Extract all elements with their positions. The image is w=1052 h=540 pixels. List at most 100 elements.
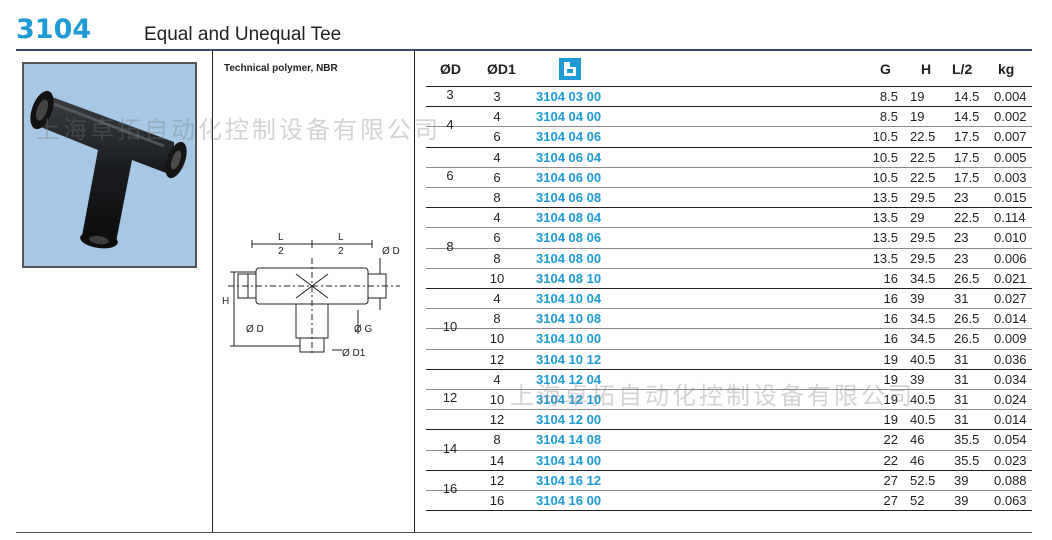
cell-kg: 0.114 [994, 210, 1026, 226]
cell-od-group: 8 [446, 238, 454, 254]
column-divider-right [414, 51, 415, 533]
cell-g: 10.5 [872, 169, 898, 185]
cell-l2: 17.5 [954, 169, 980, 185]
cell-article-number: 3104 08 04 [536, 210, 602, 226]
cell-l2: 26.5 [954, 311, 980, 327]
cell-article-number: 3104 14 00 [536, 452, 602, 468]
cell-od-group: 16 [442, 481, 458, 496]
cell-kg: 0.024 [994, 392, 1027, 407]
dim-h: H [222, 296, 229, 307]
cell-od-group: 3 [446, 87, 454, 103]
row-divider [426, 490, 1032, 491]
cell-od1: 14 [489, 452, 505, 468]
cell-article-number: 3104 03 00 [536, 89, 602, 104]
cell-l2: 26.5 [954, 331, 980, 347]
cell-kg: 0.007 [994, 129, 1027, 145]
row-divider [426, 409, 1032, 411]
dim-od-right: Ø D [382, 246, 400, 257]
cell-article-number: 3104 08 06 [536, 230, 602, 246]
cell-h: 40.5 [910, 351, 936, 367]
cell-od1: 3 [493, 89, 501, 104]
watermark-text: 上海卓拓自动化控制设备有限公司 [510, 383, 915, 410]
cell-od1: 12 [489, 351, 505, 367]
cell-article-number: 3104 10 04 [536, 291, 602, 306]
cell-article-number: 3104 10 00 [536, 331, 602, 347]
col-header-h: H [921, 61, 932, 77]
cell-od-group: 12 [442, 390, 458, 406]
cell-h: 22.5 [910, 149, 936, 165]
cell-od1: 6 [493, 169, 501, 185]
cell-g: 16 [883, 270, 898, 286]
dim-l-half-right-den: 2 [338, 246, 344, 257]
cell-od-group: 14 [442, 440, 458, 456]
cell-kg: 0.006 [994, 250, 1027, 266]
cell-kg: 0.004 [994, 89, 1027, 104]
cell-od1: 12 [489, 412, 505, 428]
cell-g: 16 [883, 331, 898, 347]
cell-kg: 0.023 [994, 452, 1027, 468]
cell-g: 13.5 [872, 210, 898, 226]
cell-h: 40.5 [910, 392, 936, 407]
watermark-text: 上海卓拓自动化控制设备有限公司 [36, 117, 441, 144]
cell-article-number: 3104 06 00 [536, 169, 602, 185]
cell-kg: 0.036 [994, 351, 1027, 367]
cell-article-number: 3104 04 06 [536, 129, 602, 145]
cell-g: 16 [883, 311, 898, 327]
row-divider [426, 510, 1032, 512]
cell-article-number: 3104 06 08 [536, 190, 602, 205]
dim-od1: Ø D1 [342, 348, 366, 359]
row-divider [426, 86, 1032, 87]
cell-l2: 23 [954, 230, 969, 246]
cell-od1: 8 [493, 432, 501, 448]
row-divider [426, 267, 1032, 269]
cell-g: 16 [883, 291, 898, 306]
cell-od1: 4 [493, 109, 501, 125]
cell-g: 8.5 [879, 89, 898, 104]
cell-h: 29.5 [910, 250, 936, 266]
cell-l2: 17.5 [954, 149, 980, 165]
cell-od1: 10 [489, 392, 505, 407]
cell-l2: 22.5 [954, 210, 980, 226]
cell-g: 27 [883, 493, 898, 508]
cell-h: 46 [910, 432, 925, 448]
row-divider [426, 126, 1032, 128]
col-header-od1: ØD1 [487, 61, 516, 77]
cell-h: 22.5 [910, 169, 936, 185]
cell-kg: 0.014 [994, 311, 1027, 327]
cell-l2: 14.5 [954, 89, 980, 104]
row-divider [426, 429, 1032, 431]
row-divider [426, 106, 1032, 108]
row-divider [426, 146, 1032, 148]
cell-h: 52.5 [910, 472, 936, 488]
cell-article-number: 3104 06 04 [536, 149, 602, 165]
cell-article-number: 3104 10 08 [536, 311, 602, 327]
cell-l2: 31 [954, 412, 969, 428]
cell-g: 22 [883, 432, 898, 448]
cell-article-number: 3104 12 10 [536, 392, 602, 407]
row-divider [426, 328, 1032, 330]
row-divider [426, 389, 1032, 390]
product-title: Equal and Unequal Tee [144, 24, 342, 45]
cell-h: 22.5 [910, 129, 936, 145]
cell-od-group: 6 [446, 167, 454, 183]
dim-od-left: Ø D [246, 324, 264, 335]
cell-g: 22 [883, 452, 898, 468]
technical-drawing: L 2 L 2 Ø D H Ø D Ø G Ø D1 [222, 232, 400, 359]
row-divider [426, 247, 1032, 249]
cell-od-group: 4 [446, 117, 454, 133]
cell-kg: 0.054 [994, 432, 1027, 448]
cell-h: 39 [910, 371, 925, 387]
cell-l2: 23 [954, 250, 969, 266]
cell-g: 13.5 [872, 250, 898, 266]
cell-g: 19 [883, 412, 898, 428]
cell-g: 19 [883, 351, 898, 367]
cell-od1: 10 [489, 270, 505, 286]
cell-kg: 0.063 [994, 493, 1027, 508]
row-divider [426, 187, 1032, 188]
